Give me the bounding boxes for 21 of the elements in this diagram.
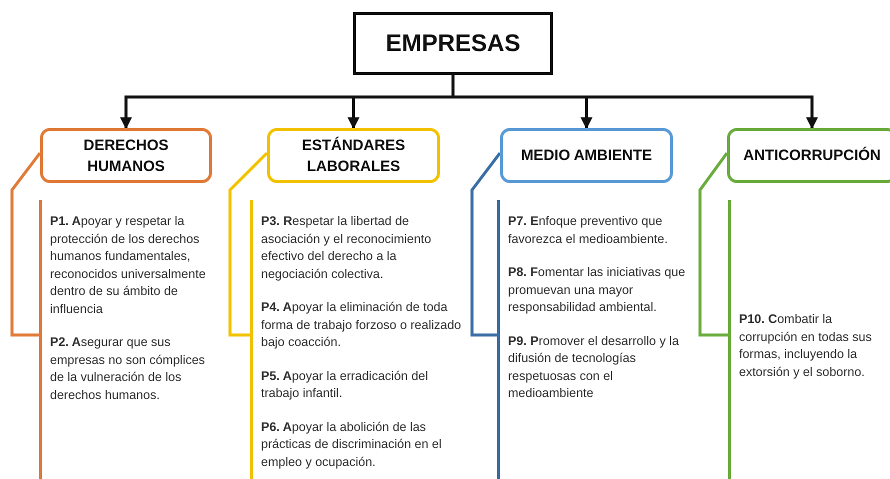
principle-text: P4. Apoyar la eliminación de toda forma de trabajo forzoso o realizado bajo coacción. [261,299,462,351]
connector-line [470,152,502,336]
principle-text: P8. Fomentar las iniciativas que promuevan una mayor responsabilidad ambiental. [508,264,686,316]
principle-text: P1. Apoyar y respetar la protección de los derechos humanos fundamentales, reconocidos universalmente dentro de su ámbito de influencia [50,213,207,318]
principles-list [497,200,687,479]
connector-line [228,152,268,336]
connector-line [452,75,818,130]
principle-text: P7. Enfoque preventivo que favorezca el medioambiente. [508,213,669,248]
category-box: DERECHOS HUMANOS [40,128,212,183]
category-box: ESTÁNDARES LABORALES [267,128,440,183]
principle-text: P9. Promover el desarrollo y la difusión de tecnologías respetuosas con el medioambiente [508,332,680,402]
principle-text: P3. Respetar la libertad de asociación y el reconocimiento efectivo del derecho a la negociación colectiva. [261,213,432,283]
category-box: MEDIO AMBIENTE [500,128,673,183]
title-box: EMPRESAS [353,12,553,75]
principle-text: P6. Apoyar la abolición de las prácticas de discriminación en el empleo y ocupación. [261,418,443,471]
connector-line [698,152,728,336]
connector-line [10,152,42,336]
principle-text: P5. Apoyar la erradicación del trabajo infantil. [261,368,430,402]
principle-text: P2. Asegurar que sus empresas no son cómplices de la vulneración de los derechos humanos. [50,334,206,404]
principle-text: P10. Combatir la corrupción en todas sus formas, incluyendo la extorsión y el soborno. [739,311,873,381]
category-box: ANTICORRUPCIÓN [727,128,890,183]
